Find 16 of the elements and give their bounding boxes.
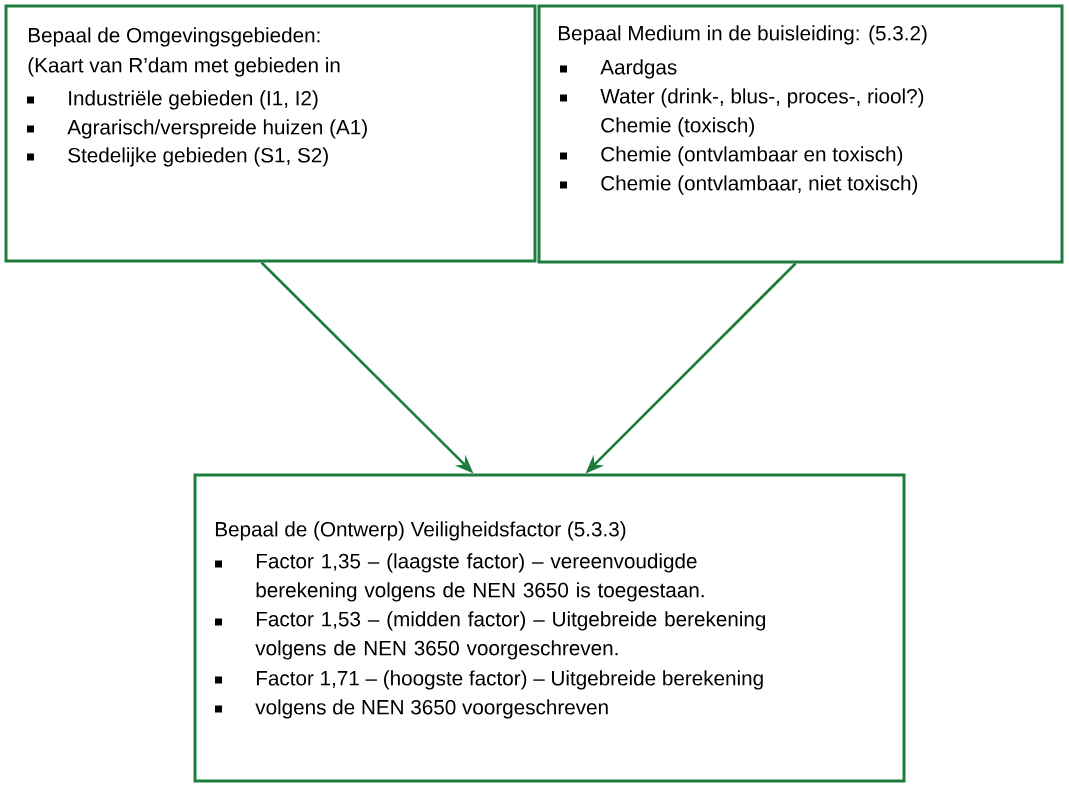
heading-text: Chemie (toxisch) <box>601 117 754 137</box>
list-item: Agrarisch/verspreide huizen (A1) <box>67 119 367 139</box>
heading-text: Bepaal Medium in de buisleiding: (5.3.2) <box>558 25 927 45</box>
list-item: volgens de NEN 3650 voorgeschreven <box>255 699 608 719</box>
heading-text: Bepaal de Omgevingsgebieden: <box>28 27 320 47</box>
list-item: Chemie (ontvlambaar en toxisch) <box>601 146 903 166</box>
heading-text: (Kaart van R’dam met gebieden in <box>28 57 340 77</box>
list-item: Stedelijke gebieden (S1, S2) <box>68 147 328 167</box>
list-item: Industriële gebieden (I1, I2) <box>69 90 318 110</box>
list-item: Factor 1,71 – (hoogste factor) – Uitgebreide berekening <box>256 670 763 690</box>
heading-text: Bepaal de (Ontwerp) Veiligheidsfactor (5.3.3) <box>215 521 626 541</box>
list-item: Factor 1,35 – (laagste factor) – vereenvoudigde berekening volgens de NEN 3650 is toegestaan. <box>256 553 704 602</box>
list-item: Chemie (ontvlambaar, niet toxisch) <box>601 175 918 195</box>
list-item: Water (drink-, blus-, proces-, riool?) <box>600 88 924 108</box>
list-item: Aardgas <box>600 59 677 79</box>
list-item: Factor 1,53 – (midden factor) – Uitgebreide berekening volgens de NEN 3650 voorgeschreven. <box>255 611 766 660</box>
